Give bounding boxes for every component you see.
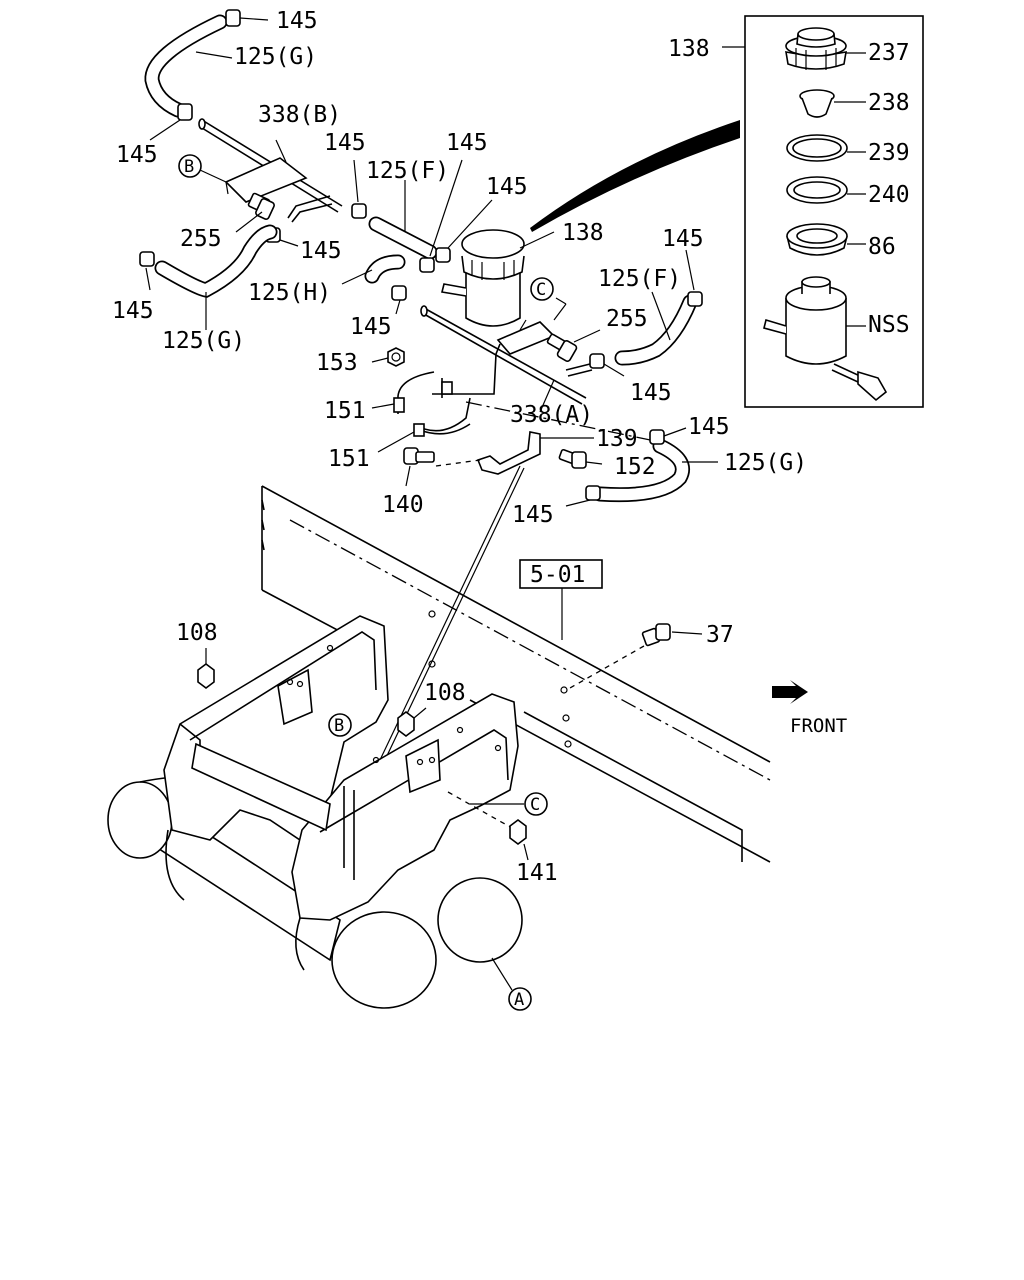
upper-pipe-assembly: B [139, 9, 718, 763]
tank-cradle [107, 615, 524, 1009]
label-338a: 338(A) [510, 402, 593, 428]
nut-153 [371, 347, 405, 367]
callout-c-text: C [536, 280, 546, 300]
reservoir-exploded-inset [530, 15, 924, 408]
label-108: 108 [424, 680, 466, 706]
label-238: 238 [868, 90, 910, 116]
label-145: 145 [112, 298, 154, 324]
bracket-139 [476, 431, 594, 475]
label-108: 108 [176, 620, 218, 646]
label-86: 86 [868, 234, 896, 260]
label-153: 153 [316, 350, 358, 376]
label-145: 145 [116, 142, 158, 168]
bolt-140 [403, 447, 481, 487]
label-145: 145 [688, 414, 730, 440]
label-145: 145 [350, 314, 392, 340]
nut-108-right [397, 707, 427, 737]
ring-240 [786, 176, 866, 204]
label-145: 145 [486, 174, 528, 200]
pipe-338b [198, 118, 343, 223]
label-125h: 125(H) [248, 280, 331, 306]
band-clamp-151 [371, 371, 471, 453]
bolt-255-right [546, 329, 601, 362]
callout-a-text: A [514, 990, 524, 1010]
label-141: 141 [516, 860, 558, 886]
callout-c-lower-text: C [530, 795, 540, 815]
seal-239 [786, 134, 866, 162]
strainer-238 [799, 89, 866, 118]
inset-pointer-wedge [530, 120, 740, 232]
pipe-338a [420, 297, 587, 413]
label-front: FRONT [790, 715, 847, 737]
label-239: 239 [868, 140, 910, 166]
label-255: 255 [606, 306, 648, 332]
label-37: 37 [706, 622, 734, 648]
label-nss: NSS [868, 312, 910, 338]
callout-b-lower-text: B [334, 716, 344, 736]
bolt-255-left [235, 192, 275, 233]
label-138: 138 [562, 220, 604, 246]
label-145: 145 [276, 8, 318, 34]
callout-b-text: B [184, 157, 194, 177]
reservoir-138 [441, 229, 555, 327]
cap-237 [785, 27, 866, 70]
label-145: 145 [662, 226, 704, 252]
label-140: 140 [382, 492, 424, 518]
label-125g: 125(G) [724, 450, 807, 476]
label-338b: 338(B) [258, 102, 341, 128]
callout-b-upper: B [178, 154, 227, 183]
label-138: 138 [668, 36, 710, 62]
ref-box-5-01: 5-01 [519, 559, 603, 640]
filter-86 [786, 223, 866, 256]
label-125g: 125(G) [234, 44, 317, 70]
callout-a: A [491, 957, 532, 1011]
label-145: 145 [324, 130, 366, 156]
label-125f: 125(F) [598, 266, 681, 292]
reservoir-body-nss [763, 276, 888, 402]
label-151: 151 [328, 446, 370, 472]
label-152: 152 [614, 454, 656, 480]
bolt-37 [569, 623, 703, 689]
front-arrow [772, 680, 808, 704]
label-151: 151 [324, 398, 366, 424]
callout-c-lower: C [524, 792, 548, 816]
clamp-145-top [225, 9, 269, 27]
label-145: 145 [300, 238, 342, 264]
callout-b-lower: B [328, 713, 352, 737]
part-labels: 145 125(G) 338(B) 145 145 125(F) 145 145… [112, 8, 910, 886]
callout-c-upper: C [530, 277, 554, 301]
bolt-152 [558, 448, 603, 469]
nut-108-left [197, 648, 215, 689]
nut-141 [509, 819, 529, 861]
label-145: 145 [512, 502, 554, 528]
label-125g: 125(G) [162, 328, 245, 354]
label-125f: 125(F) [366, 158, 449, 184]
ref-5-01-text: 5-01 [530, 562, 585, 588]
label-255: 255 [180, 226, 222, 252]
label-145: 145 [446, 130, 488, 156]
label-237: 237 [868, 40, 910, 66]
label-145: 145 [630, 380, 672, 406]
label-240: 240 [868, 182, 910, 208]
label-139: 139 [596, 426, 638, 452]
